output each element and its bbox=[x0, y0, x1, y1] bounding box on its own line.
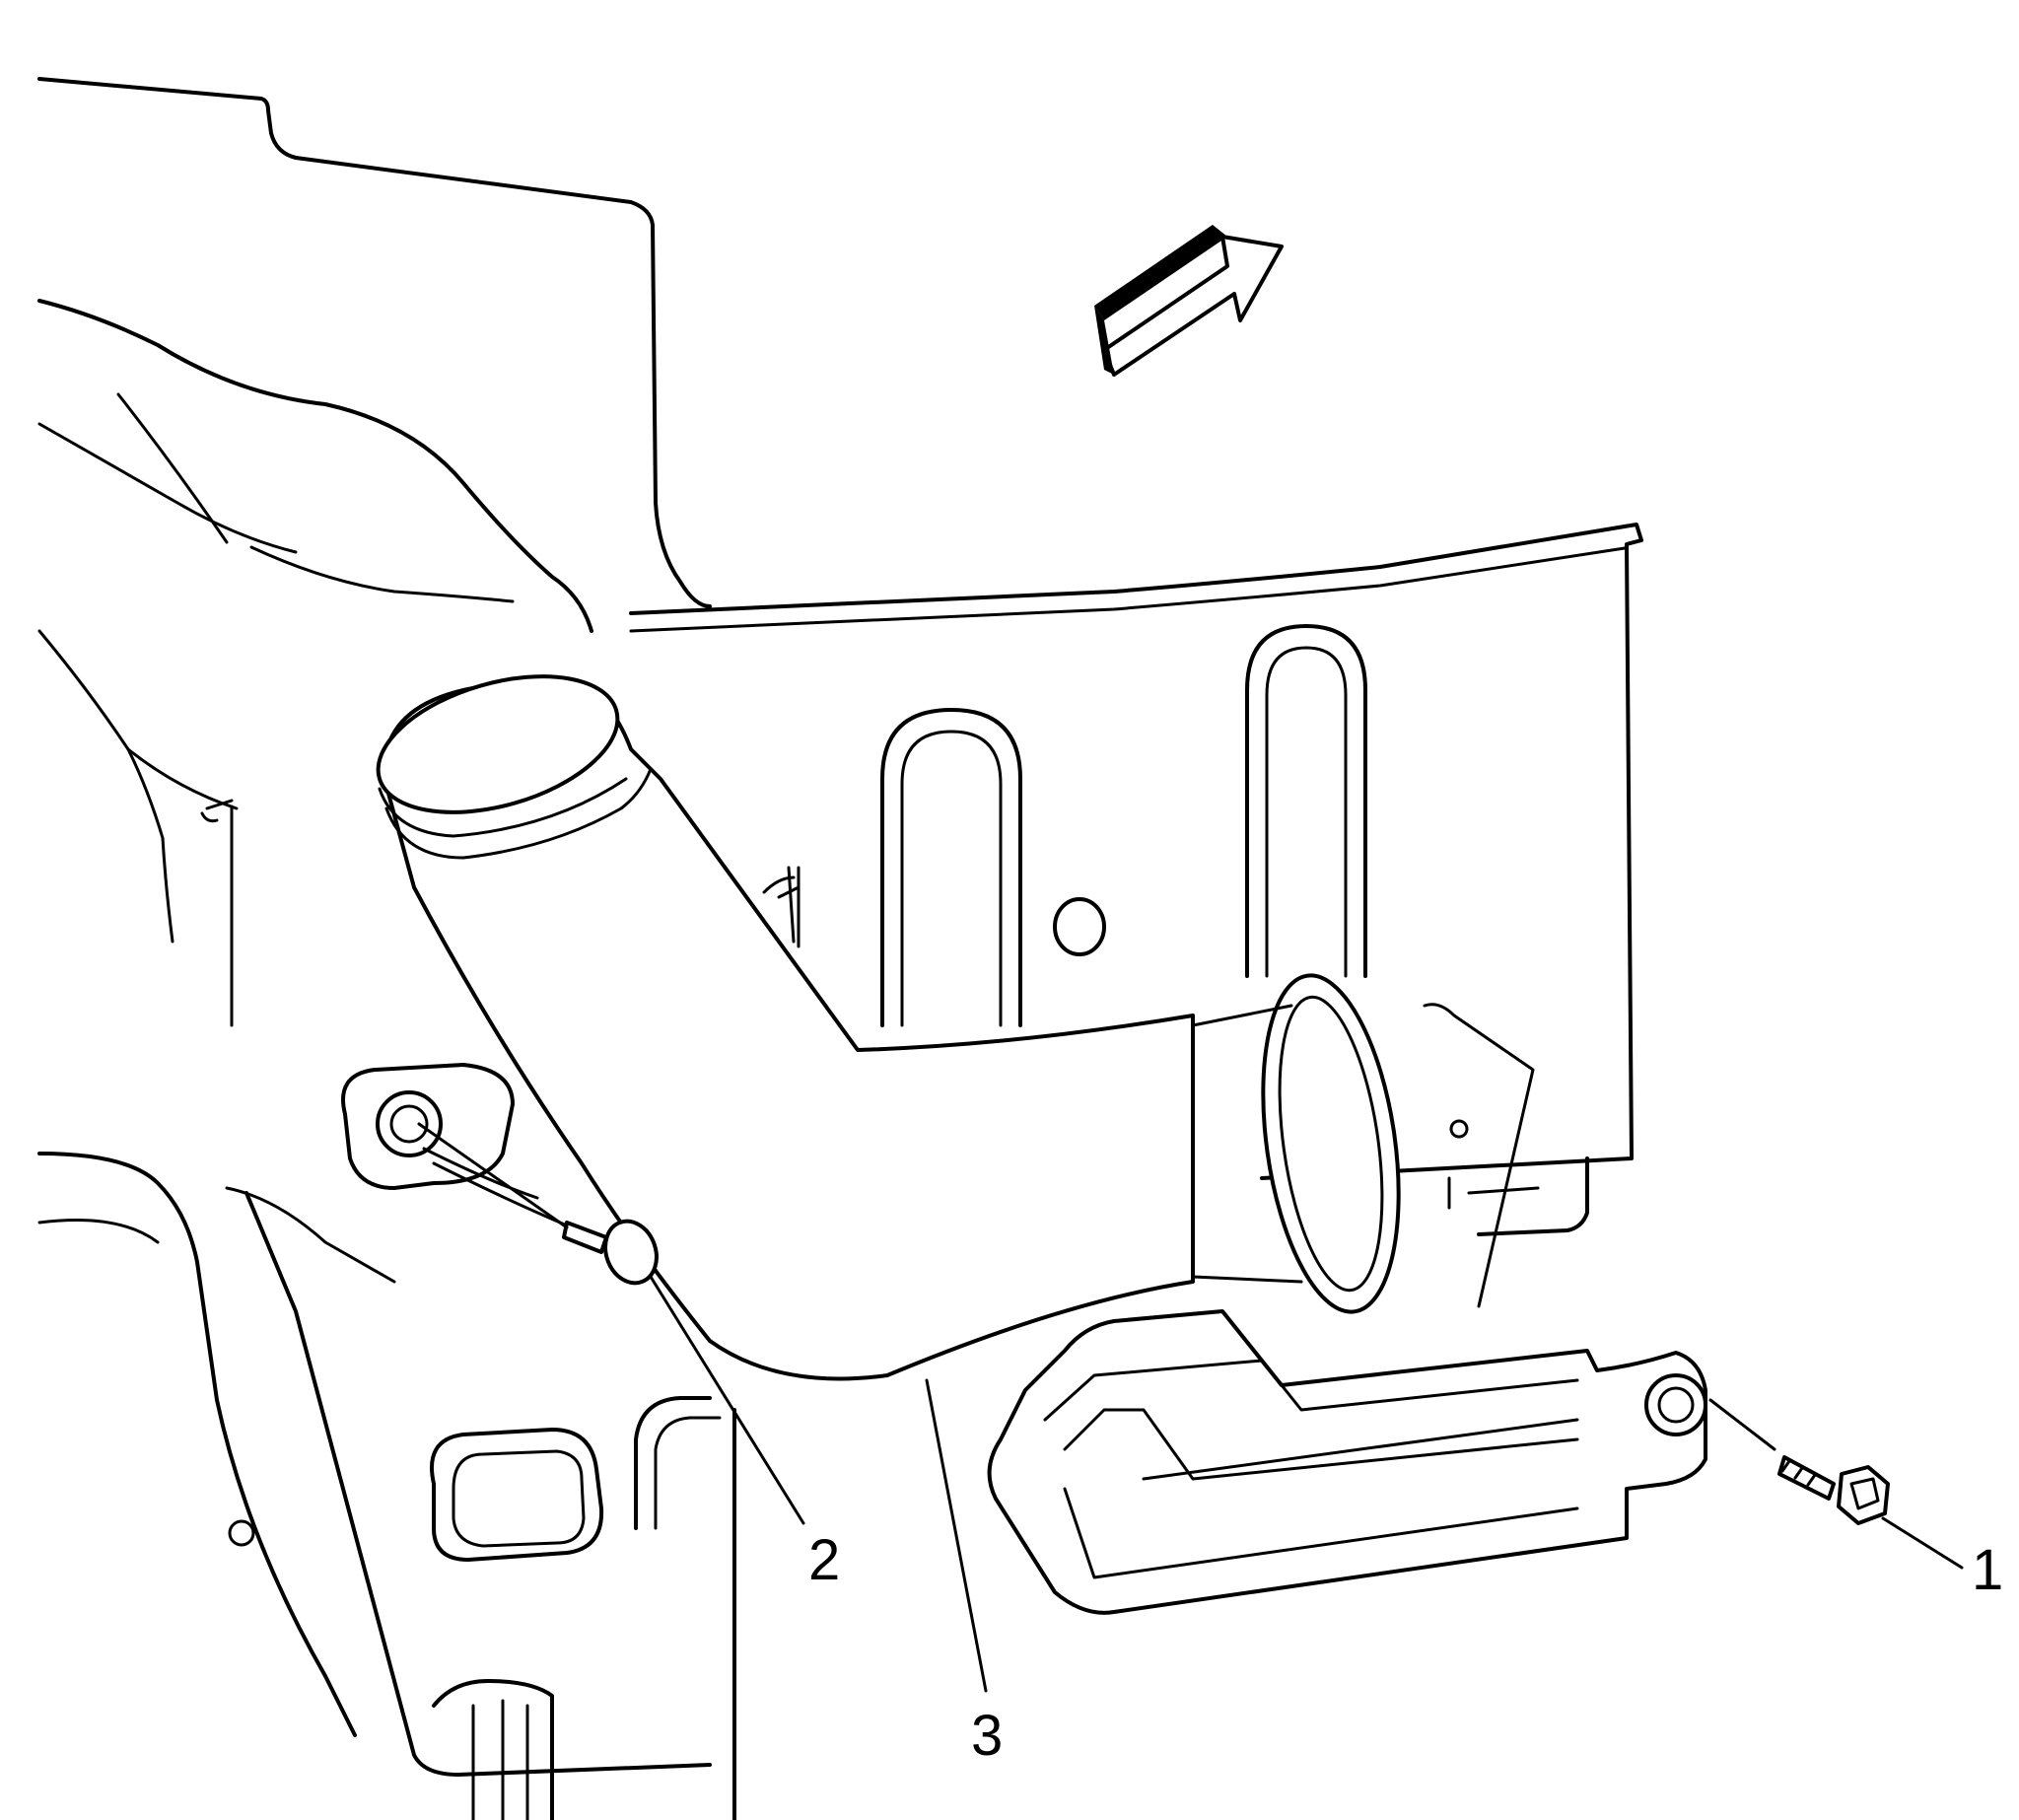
body-panel bbox=[37, 77, 712, 944]
bolt-fastener-1 bbox=[1777, 1455, 1890, 1525]
air-outlet-duct bbox=[376, 674, 1401, 1381]
leader-line-2 bbox=[649, 1275, 805, 1525]
front-direction-arrow-icon bbox=[1094, 225, 1284, 377]
left-mount bbox=[200, 799, 574, 1229]
leader-line-2b bbox=[417, 1122, 569, 1229]
lower-bracket bbox=[987, 1309, 1707, 1615]
leader-line-1 bbox=[1881, 1516, 1964, 1570]
callout-label-2: 2 bbox=[808, 1528, 840, 1592]
frame-rail bbox=[37, 1152, 736, 1820]
leader-line-3 bbox=[925, 1378, 988, 1693]
clip-hole bbox=[1449, 1119, 1469, 1139]
air-cleaner-housing bbox=[629, 523, 1643, 1236]
leader-line-1b bbox=[1708, 1398, 1776, 1451]
callout-label-3: 3 bbox=[971, 1704, 1003, 1768]
push-pin-retainer-2 bbox=[562, 1219, 659, 1286]
callout-label-1: 1 bbox=[1972, 1538, 2003, 1602]
leader-line-hook bbox=[1423, 1003, 1535, 1308]
